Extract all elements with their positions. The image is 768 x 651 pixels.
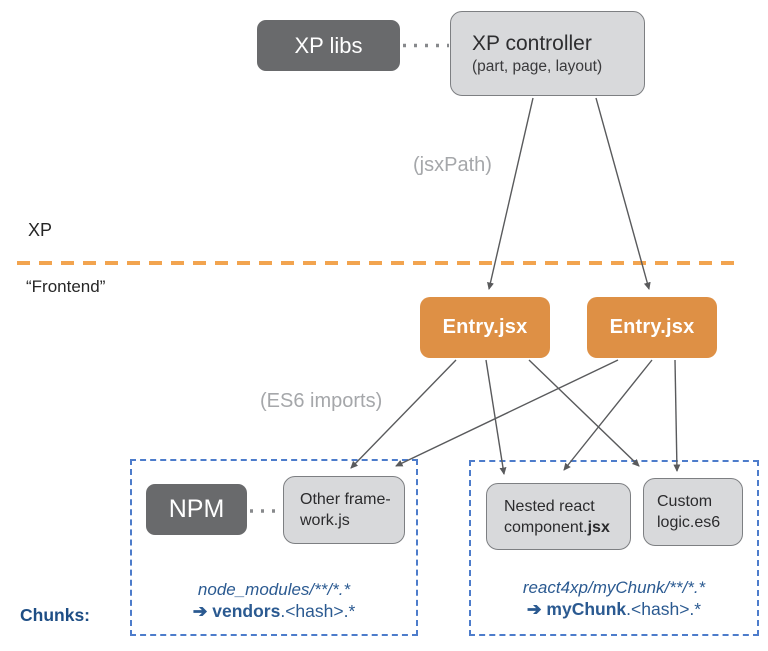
other-framework-box: Other frame- work.js xyxy=(283,476,405,544)
custom-logic-box: Custom logic.es6 xyxy=(643,478,743,546)
npm-label: NPM xyxy=(168,495,225,523)
xp-zone-label: XP xyxy=(28,220,53,240)
custom-logic-line1: Custom xyxy=(657,493,713,510)
arrow-left-entry-to-custom-logic xyxy=(528,359,640,467)
entry-jsx-left-label: Entry.jsx xyxy=(442,316,528,338)
vendors-chunk-region xyxy=(130,459,418,636)
arrow-controller-to-left-entry xyxy=(487,97,534,290)
vendors-chunk-output: ➔ vendors.<hash>.* xyxy=(192,601,356,621)
xp-controller-box: XP controller (part, page, layout) xyxy=(450,11,645,96)
vendors-chunk-pattern: node_modules/**/*.* xyxy=(197,580,351,599)
es6-imports-label: (ES6 imports) xyxy=(260,390,383,412)
arrow-controller-to-right-entry xyxy=(595,97,651,290)
xp-controller-subtitle: (part, page, layout) xyxy=(472,57,603,75)
xp-controller-title: XP controller xyxy=(472,31,592,55)
xp-libs-label: XP libs xyxy=(294,32,363,58)
arrow-right-entry-to-custom-logic xyxy=(673,359,681,472)
arrow-right-entry-to-nested-react xyxy=(563,359,653,471)
entry-jsx-box-right: Entry.jsx xyxy=(587,297,717,358)
arrow-left-entry-to-nested-react xyxy=(485,359,507,475)
frontend-zone-label: “Frontend” xyxy=(26,277,106,296)
entry-jsx-right-label: Entry.jsx xyxy=(609,316,695,338)
mychunk-chunk-output: ➔ myChunk.<hash>.* xyxy=(526,599,702,619)
entry-jsx-box-left: Entry.jsx xyxy=(420,297,550,358)
mychunk-chunk-pattern: react4xp/myChunk/**/*.* xyxy=(522,578,706,597)
vendors-chunk-text: node_modules/**/*.* ➔ vendors.<hash>.* xyxy=(131,579,417,623)
custom-logic-line2: logic.es6 xyxy=(657,514,721,531)
mychunk-chunk-region xyxy=(469,460,759,636)
chunks-label: Chunks: xyxy=(20,605,90,625)
jsxpath-label: (jsxPath) xyxy=(413,154,492,176)
xp-libs-box: XP libs xyxy=(257,20,400,71)
nested-react-component-box: Nested react component.jsx xyxy=(486,483,631,550)
other-framework-line2: work.js xyxy=(300,512,350,529)
nested-react-line1: Nested react xyxy=(504,497,595,515)
npm-box: NPM xyxy=(146,484,247,535)
other-framework-line1: Other frame- xyxy=(300,491,391,508)
arrow-left-entry-to-other-framework xyxy=(350,359,457,469)
nested-react-line2: component.jsx xyxy=(504,518,610,536)
arrow-right-entry-to-other-framework xyxy=(395,359,619,467)
mychunk-chunk-text: react4xp/myChunk/**/*.* ➔ myChunk.<hash>… xyxy=(470,577,758,621)
